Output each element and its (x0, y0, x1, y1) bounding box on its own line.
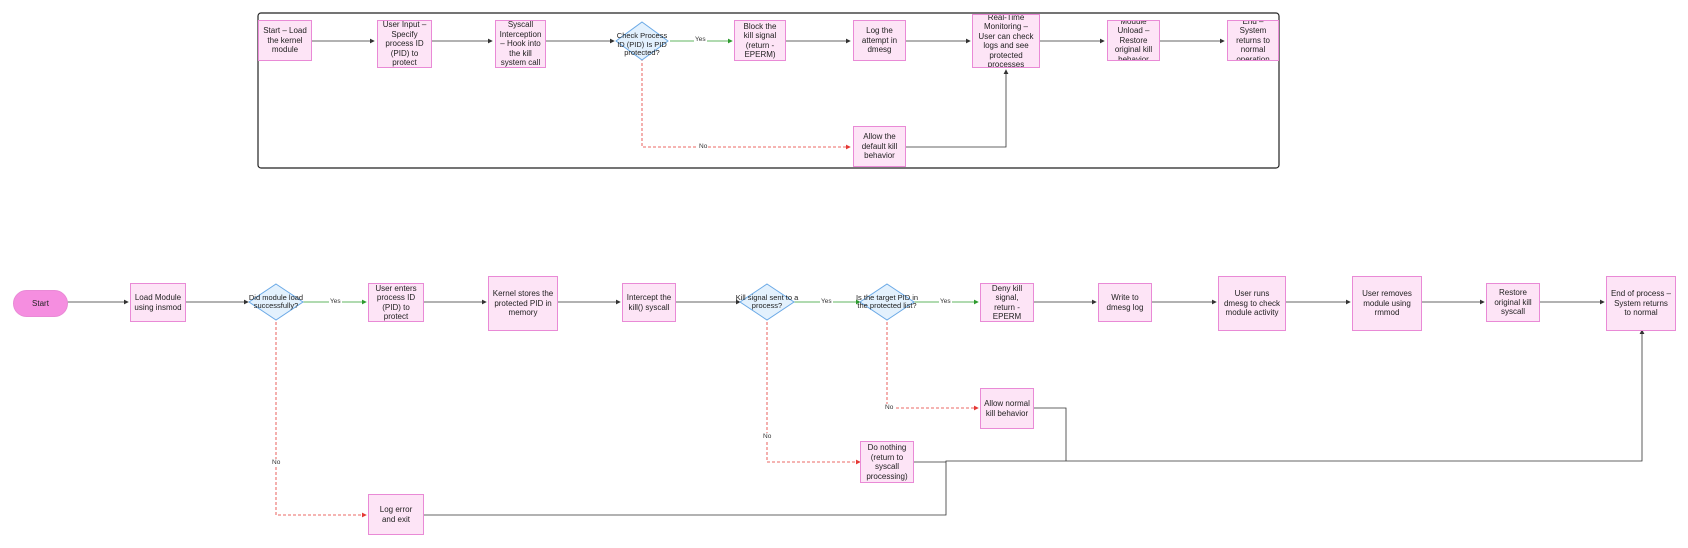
node-realtime-monitoring: Real-Time Monitoring – User can check lo… (972, 14, 1040, 68)
decision-target-protected-text: Is the target PID in the protected list? (855, 292, 919, 310)
node-log-error-label: Log error and exit (379, 505, 413, 524)
node-user-removes: User removes module using rmmod (1352, 276, 1422, 331)
edge-label-yes-kill: Yes (820, 298, 833, 306)
node-end: End – System returns to normal operation (1227, 20, 1279, 61)
edge-target-no (886, 322, 979, 411)
node-load-module: Load Module using insmod (130, 283, 186, 322)
decision-check-pid-text: Check Process ID (PID) Is PID protected? (616, 31, 668, 58)
node-block-kill-label: Block the kill signal (return -EPERM) (743, 21, 777, 60)
node-do-nothing-label: Do nothing (return to syscall processing… (866, 443, 908, 481)
edge-allow-to-monitor (906, 69, 1009, 148)
edge-label-no-target: No (884, 404, 895, 412)
decision-did-load-text: Did module load successfully? (248, 292, 304, 310)
node-start: Start (13, 290, 68, 317)
edge-error-to-end (424, 329, 1645, 516)
node-allow-default: Allow the default kill behavior (853, 126, 906, 167)
decision-kill-sent-text: Kill signal sent to a process? (735, 292, 799, 310)
node-user-input: User Input – Specify process ID (PID) to… (377, 20, 432, 68)
decision-target-protected-label: Is the target PID in the protected list? (852, 286, 922, 318)
node-user-input-label: User Input – Specify process ID (PID) to… (382, 20, 427, 68)
node-intercept-kill-label: Intercept the kill() syscall (626, 293, 672, 312)
node-restore-syscall: Restore original kill syscall (1486, 283, 1540, 322)
node-load-module-label: Load Module using insmod (134, 293, 182, 312)
node-allow-default-label: Allow the default kill behavior (861, 132, 898, 161)
edge-check-no-allow (641, 58, 851, 150)
node-log-error: Log error and exit (368, 494, 424, 535)
node-deny-kill-label: Deny kill signal, return -EPERM (991, 283, 1023, 321)
node-end-process: End of process – System returns to norma… (1606, 276, 1676, 331)
node-allow-normal-label: Allow normal kill behavior (984, 399, 1030, 418)
decision-check-pid-label: Check Process ID (PID) Is PID protected? (612, 22, 672, 68)
decision-kill-sent-label: Kill signal sent to a process? (735, 286, 799, 318)
node-allow-normal: Allow normal kill behavior (980, 388, 1034, 429)
decision-check-pid (615, 21, 669, 61)
decision-did-load (248, 283, 304, 321)
node-user-runs-dmesg: User runs dmesg to check module activity (1218, 276, 1286, 331)
node-start-load-label: Start – Load the kernel module (263, 26, 307, 55)
node-user-runs-dmesg-label: User runs dmesg to check module activity (1223, 289, 1281, 318)
node-write-dmesg: Write to dmesg log (1098, 283, 1152, 322)
node-kernel-stores-label: Kernel stores the protected PID in memor… (492, 289, 554, 318)
decision-target-protected (859, 283, 915, 321)
node-kernel-stores: Kernel stores the protected PID in memor… (488, 276, 558, 331)
edge-label-no-top: No (698, 143, 709, 151)
node-syscall-interception-label: Syscall Interception – Hook into the kil… (499, 20, 542, 68)
edge-label-yes-target: Yes (939, 298, 952, 306)
edge-label-no-kill: No (762, 433, 773, 441)
node-restore-syscall-label: Restore original kill syscall (1494, 288, 1532, 317)
node-module-unload: Module Unload – Restore original kill be… (1107, 20, 1160, 61)
node-start-load: Start – Load the kernel module (258, 20, 312, 61)
decision-did-load-label: Did module load successfully? (244, 286, 308, 318)
node-do-nothing: Do nothing (return to syscall processing… (860, 441, 914, 483)
node-user-enters-pid-label: User enters process ID (PID) to protect (375, 283, 417, 321)
node-module-unload-label: Module Unload – Restore original kill be… (1114, 20, 1153, 61)
node-user-enters-pid: User enters process ID (PID) to protect (368, 283, 424, 322)
node-log-attempt-label: Log the attempt in dmesg (861, 26, 898, 55)
edge-label-yes-did-load: Yes (329, 298, 342, 306)
decision-kill-sent (739, 283, 795, 321)
node-syscall-interception: Syscall Interception – Hook into the kil… (495, 20, 546, 68)
edge-did-load-no (275, 322, 367, 518)
top-flow-frame (257, 12, 1280, 169)
node-end-label: End – System returns to normal operation (1236, 20, 1270, 61)
edge-label-no-did-load: No (271, 459, 282, 467)
node-block-kill: Block the kill signal (return -EPERM) (734, 20, 786, 61)
node-deny-kill: Deny kill signal, return -EPERM (980, 283, 1034, 322)
node-write-dmesg-label: Write to dmesg log (1106, 293, 1144, 312)
node-log-attempt: Log the attempt in dmesg (853, 20, 906, 61)
edge-allow-normal-merge (1034, 407, 1067, 461)
node-end-process-label: End of process – System returns to norma… (1610, 289, 1672, 318)
edge-kill-no (766, 322, 861, 465)
edge-label-yes-top: Yes (694, 36, 707, 44)
node-intercept-kill: Intercept the kill() syscall (622, 283, 676, 322)
node-user-removes-label: User removes module using rmmod (1362, 289, 1412, 318)
node-realtime-monitoring-label: Real-Time Monitoring – User can check lo… (978, 14, 1034, 68)
node-start-label: Start (32, 299, 49, 308)
